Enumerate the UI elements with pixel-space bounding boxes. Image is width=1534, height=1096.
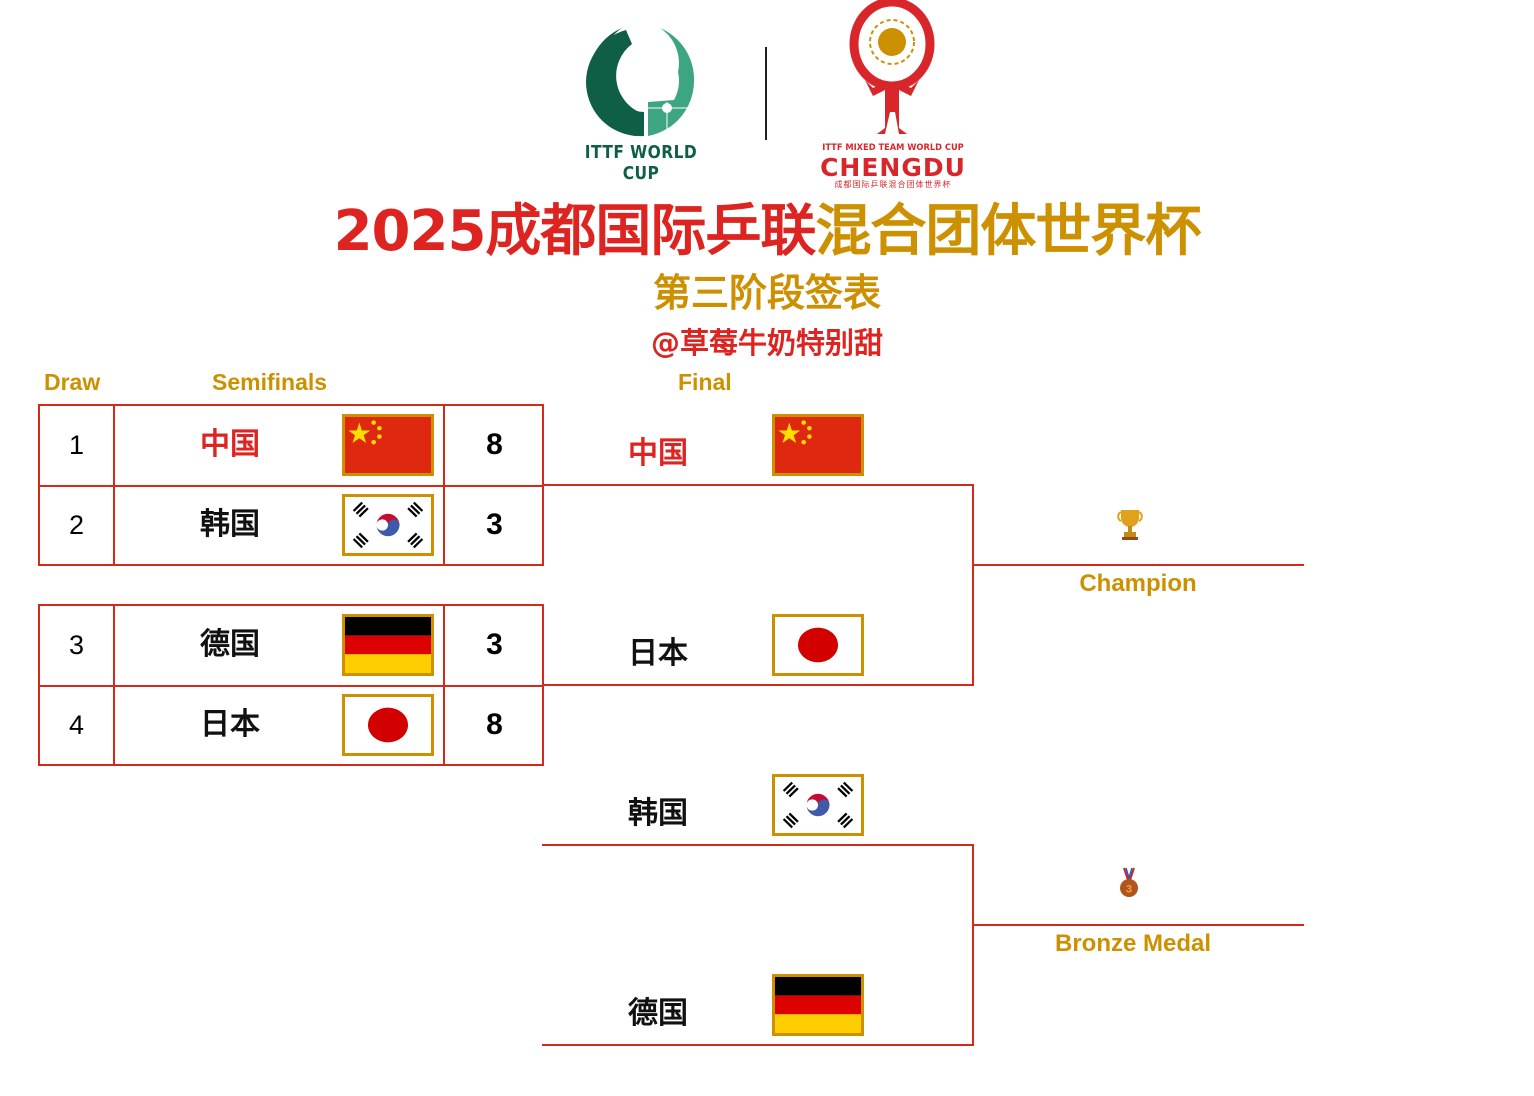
ittf-logo-caption: ITTF WORLD CUP [584,142,698,184]
japan-flag-icon [772,614,864,676]
germany-flag-icon [342,614,434,676]
bracket-line [972,844,974,1046]
final-team-a-name: 中国 [628,436,688,471]
bronze-medal-icon: 3 [1114,866,1144,906]
chengdu-logo-caption-cn: 成都国际乒联混合团体世界杯 [834,180,952,189]
table-row: 2 韩国 3 [40,486,542,566]
germany-flag-icon [772,974,864,1036]
table-row: 4 日本 8 [40,686,542,766]
table-row: 3 德国 3 [40,606,542,686]
bracket-line [973,924,1304,926]
match-score: 8 [486,428,503,461]
final-team-b-name: 日本 [628,636,688,671]
ittf-world-cup-logo: ITTF WORLD CUP [566,22,716,184]
korea-flag-icon [772,774,864,836]
row-divider [40,485,542,487]
chengdu-mixed-team-logo: ITTF MIXED TEAM WORLD CUP CHENGDU 成都国际乒联… [815,0,975,190]
svg-text:3: 3 [1126,884,1132,896]
bronze-team-b-name: 德国 [628,996,688,1031]
ittf-paddle-icon [586,28,695,137]
column-header-final: Final [678,369,732,395]
semifinal-table-1: 1 中国 8 2 韩国 3 [38,404,544,566]
match-score: 3 [486,508,503,541]
china-flag-icon [772,414,864,476]
china-flag-icon [342,414,434,476]
column-header-draw: Draw [44,369,101,395]
chengdu-paddle-icon [849,0,935,134]
bracket-line [972,484,974,686]
draw-number: 2 [68,510,85,540]
bracket-line [542,1044,974,1046]
table-row: 1 中国 8 [40,406,542,486]
match-score: 8 [486,708,503,741]
draw-number: 4 [68,710,85,740]
author-credit: @草莓牛奶特别甜 [650,326,883,360]
page-title: 2025成都国际乒联混合团体世界杯 [0,186,1534,267]
semifinal-table-2: 3 德国 3 4 日本 8 [38,604,544,766]
draw-number: 3 [68,630,85,660]
bracket-line [543,484,974,486]
team-name: 德国 [200,627,260,662]
page-title-gold-part: 混合团体世界杯 [815,199,1201,264]
bronze-team-a-name: 韩国 [628,796,688,831]
logo-divider [765,47,767,140]
korea-flag-icon [342,494,434,556]
page-subtitle: 第三阶段签表 [652,271,881,315]
draw-number: 1 [68,430,85,460]
column-header-semifinals: Semifinals [212,369,328,395]
bracket-line [542,844,974,846]
japan-flag-icon [342,694,434,756]
bracket-line [543,684,974,686]
chengdu-logo-caption-top: ITTF MIXED TEAM WORLD CUP [822,143,964,153]
row-divider [40,685,542,687]
match-score: 3 [486,628,503,661]
team-name: 韩国 [200,507,260,542]
trophy-icon [1112,506,1148,546]
bronze-medal-label: Bronze Medal [1054,930,1212,957]
champion-label: Champion [1079,570,1197,597]
chengdu-logo-caption-main: CHENGDU [820,153,966,182]
bracket-line [973,564,1304,566]
team-name: 中国 [200,427,260,462]
team-name: 日本 [200,707,260,742]
page-title-red-part: 2025成都国际乒联 [333,199,817,264]
